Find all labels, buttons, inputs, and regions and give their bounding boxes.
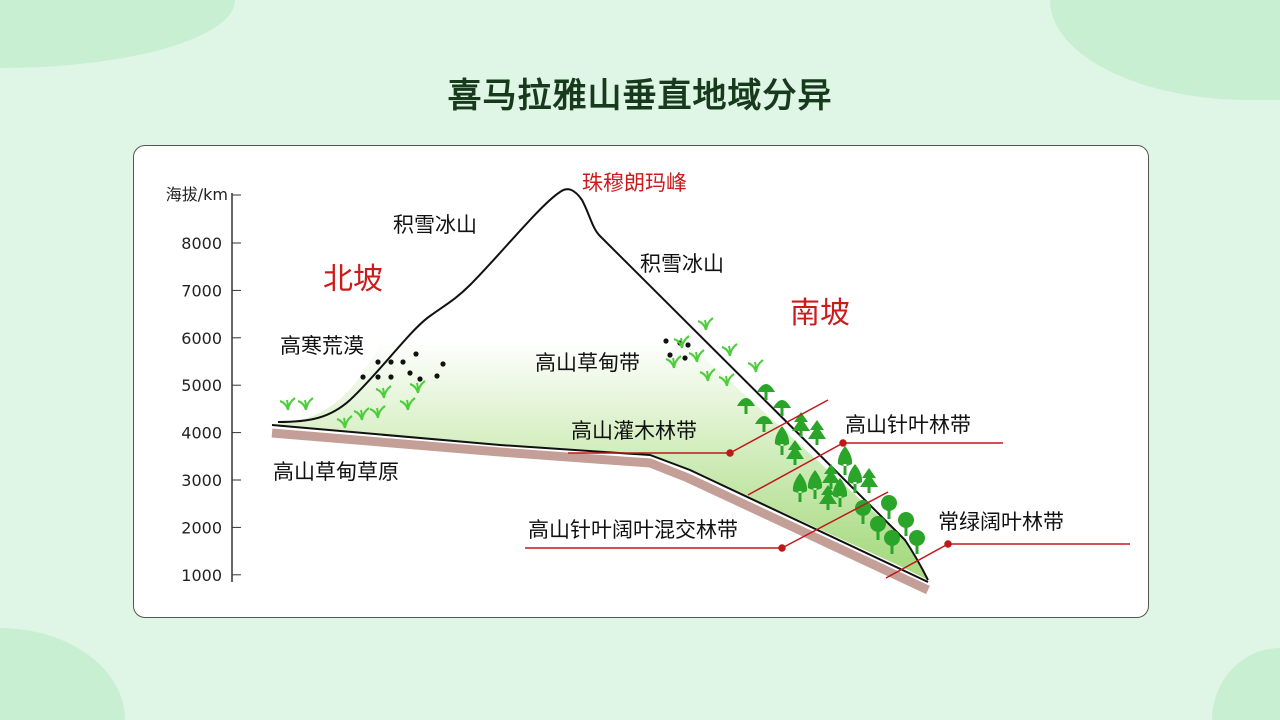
- tree-group: [737, 384, 925, 554]
- conifer-tree-icon: [819, 485, 837, 510]
- conifer-tree-icon: [832, 478, 848, 507]
- axis-tick-label: 6000: [181, 329, 222, 348]
- conifer-tree-icon: [792, 473, 808, 502]
- ground-band: [271, 428, 930, 595]
- grass-icon: [409, 380, 426, 394]
- conifer-tree-icon: [808, 420, 826, 445]
- broadleaf-tree-icon: [884, 530, 900, 546]
- conifer-tree-icon: [792, 412, 810, 437]
- axis-label: 海拔/km: [166, 185, 228, 204]
- axis-tick-label: 3000: [181, 471, 222, 490]
- conifer-tree-icon: [837, 446, 853, 475]
- broadleaf-tree-icon: [909, 530, 925, 546]
- axis-tick-label: 7000: [181, 281, 222, 300]
- axis-tick-label: 5000: [181, 376, 222, 395]
- tree-trunk: [887, 509, 891, 519]
- conifer-tree-icon: [822, 464, 840, 489]
- broadleaf-tree-icon: [855, 500, 871, 516]
- grass-icon: [747, 359, 764, 373]
- south-slope-label: 南坡: [790, 296, 850, 331]
- grass-icon: [697, 317, 714, 331]
- altitude-axis: 海拔/km 8000 7000 6000 5000 4000 3000 2000 1000: [166, 185, 241, 585]
- grass-icon: [718, 373, 735, 387]
- axis-tick-label: 4000: [181, 424, 222, 443]
- grass-icon: [375, 385, 392, 399]
- shrub-icon: [737, 398, 755, 414]
- north-slope-label: 北坡: [323, 262, 383, 297]
- mountain-outline: [277, 188, 929, 581]
- tree-trunk: [904, 526, 908, 536]
- shrub-icon: [757, 384, 775, 400]
- leader-lines: [525, 399, 1130, 579]
- peak-label: 珠穆朗玛峰: [582, 171, 687, 195]
- tree-trunk: [890, 544, 894, 554]
- axis-tick-label: 2000: [181, 518, 222, 537]
- grass-icon: [665, 355, 682, 369]
- conifer-tree-icon: [774, 426, 790, 455]
- south-snow-label: 积雪冰山: [640, 252, 724, 276]
- grass-icon: [369, 405, 386, 419]
- conifer-tree-icon: [860, 468, 878, 493]
- tree-trunk: [876, 530, 880, 540]
- vegetation-area: [272, 345, 928, 580]
- grass-group: [279, 317, 764, 429]
- page-title: 喜马拉雅山垂直地域分异: [447, 76, 833, 116]
- grass-icon: [688, 349, 705, 363]
- grass-icon: [353, 407, 370, 421]
- conifer-tree-icon: [807, 470, 823, 499]
- alpine-shrub-label: 高山灌木林带: [571, 419, 697, 443]
- broadleaf-tree-icon: [881, 495, 897, 511]
- grass-icon: [336, 415, 353, 429]
- grass-icon: [399, 397, 416, 411]
- grass-icon: [721, 343, 738, 357]
- shrub-icon: [755, 416, 773, 432]
- grass-icon: [699, 368, 716, 382]
- axis-tick-label: 1000: [181, 566, 222, 585]
- conifer-tree-icon: [786, 440, 804, 465]
- grass-icon: [673, 335, 690, 349]
- grass-icon: [297, 397, 314, 411]
- broadleaf-tree-icon: [870, 516, 886, 532]
- shrub-icon: [773, 400, 791, 416]
- broadleaf-tree-icon: [898, 512, 914, 528]
- tree-trunk: [915, 544, 919, 554]
- axis-tick-label: 8000: [181, 234, 222, 253]
- tree-trunk: [861, 514, 865, 524]
- alpine-meadow-belt-label: 高山草甸带: [535, 351, 640, 375]
- alpine-conifer-label: 高山针叶林带: [845, 413, 971, 437]
- north-snow-label: 积雪冰山: [393, 213, 477, 237]
- alpine-steppe-label: 高山草甸草原: [273, 460, 399, 484]
- conifer-tree-icon: [847, 464, 863, 493]
- evergreen-broadleaf-label: 常绿阔叶林带: [938, 510, 1064, 534]
- grass-icon: [279, 397, 296, 411]
- ground-line: [271, 424, 929, 583]
- mixed-forest-label: 高山针叶阔叶混交林带: [528, 518, 738, 542]
- desert-dots: [360, 338, 691, 382]
- cold-desert-label: 高寒荒漠: [280, 334, 364, 358]
